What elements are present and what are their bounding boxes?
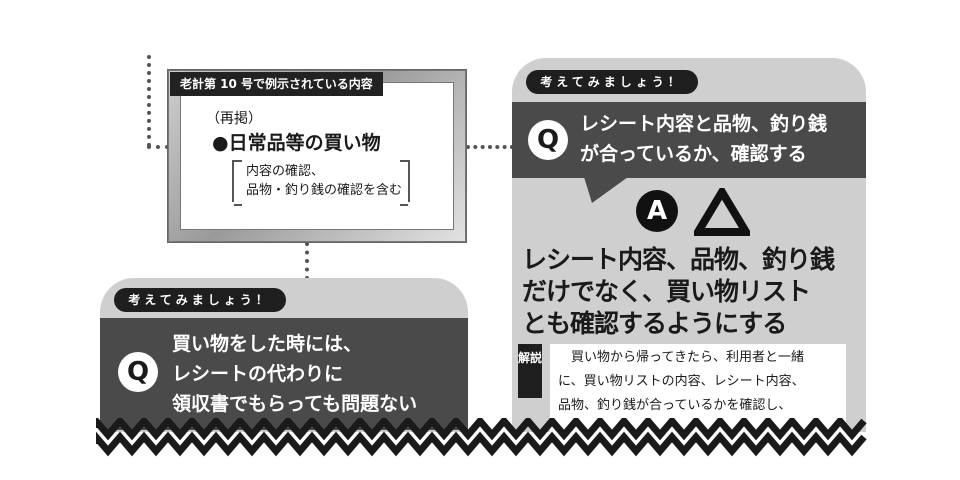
triangle-verdict-icon [694,188,750,236]
repost-label: （再掲） [206,111,262,127]
question-line-1: レシート内容と品物、釣り銭 [580,113,828,135]
question-line-2: が合っているか、確認する [580,143,807,165]
answer-line-1: レシート内容、品物、釣り銭 [522,245,835,274]
question-band: Q レシート内容と品物、釣り銭 が合っているか、確認する [512,102,866,178]
left-question-card: 考えてみましょう！ Q 買い物をした時には、 レシートの代わりに 領収書でもらっ… [100,278,468,438]
item-title: ●日常品等の買い物 [212,132,381,154]
explanation-tag: 解説 [518,344,542,398]
connector-dotted-top [147,55,151,147]
question-line-1: 買い物をした時には、 [172,333,363,355]
think-pill: 考えてみましょう！ [114,288,286,312]
reference-frame-inner [180,82,454,230]
explanation-line-3: 品物、釣り銭が合っているかを確認し、 [558,398,792,413]
answer-line-3: とも確認するようにする [522,309,787,338]
explanation-tag-label: 解説 [518,351,543,365]
think-pill: 考えてみましょう！ [526,70,698,94]
question-line-3: 領収書でもらっても問題ない [172,393,418,415]
connector-dotted-left [147,145,169,149]
reference-frame [168,70,466,242]
a-badge-icon: A [636,190,678,232]
detail-bracket: 内容の確認、 品物・釣り銭の確認を含む [232,160,410,206]
detail-line-2: 品物・釣り銭の確認を含む [246,183,403,198]
explanation-line-1: 買い物から帰ってきたら、利用者と一緒 [558,350,804,365]
question-band: Q 買い物をした時には、 レシートの代わりに 領収書でもらっても問題ない [100,318,468,430]
wavy-tear-edge [96,418,872,474]
q-badge-icon: Q [528,120,568,160]
answer-line-2: だけでなく、買い物リスト [522,277,811,306]
connector-dotted-down [305,242,309,280]
question-line-2: レシートの代わりに [172,363,344,385]
explanation-line-2: に、買い物リストの内容、レシート内容、 [558,374,805,389]
connector-dotted-right [466,145,514,149]
detail-line-1: 内容の確認、 [246,164,325,179]
reference-tag: 老計第 10 号で例示されている内容 [170,72,383,96]
q-badge-icon: Q [118,352,158,392]
speech-tail-icon [584,177,628,203]
